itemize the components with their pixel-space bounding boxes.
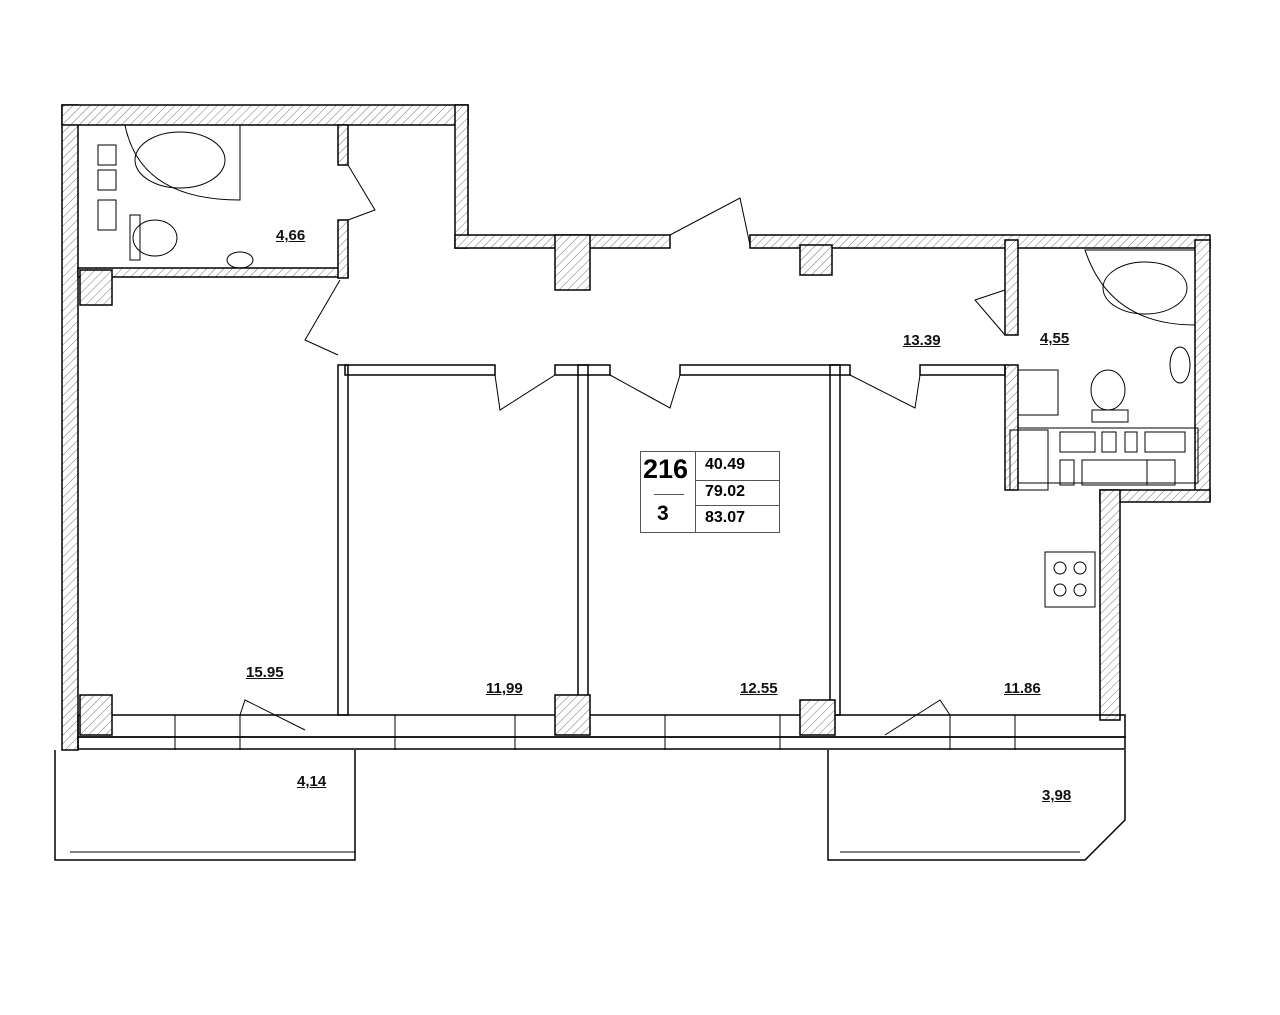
apartment-number: 216 <box>643 454 689 484</box>
room-area-kitchen: 11.86 <box>1004 680 1041 697</box>
living-area: 40.49 <box>705 456 746 473</box>
toilet-icon <box>132 219 178 257</box>
room-area-balcony-2: 3,98 <box>1042 787 1072 804</box>
toilet-icon-2 <box>1090 369 1126 411</box>
room-area-balcony-1: 4,14 <box>297 773 327 790</box>
total-area: 79.02 <box>705 483 746 500</box>
sink-icon-2 <box>1169 346 1191 384</box>
bathtub-icon <box>124 124 241 201</box>
exterior-walls <box>61 104 1211 751</box>
sink-icon <box>226 251 254 269</box>
divider <box>695 480 779 481</box>
room-area-bedroom-3: 12.55 <box>740 680 778 697</box>
room-area-hall: 13.39 <box>903 332 941 349</box>
divider <box>695 452 696 532</box>
balconies <box>54 750 1126 861</box>
stove-icon <box>1044 551 1096 608</box>
window-wall <box>77 714 1126 750</box>
room-area-bathroom-2: 4,55 <box>1040 330 1070 347</box>
room-area-bedroom-1: 15.95 <box>246 664 284 681</box>
total-area-with-balconies: 83.07 <box>705 509 746 526</box>
room-area-bedroom-2: 11,99 <box>486 680 523 697</box>
room-area-bathroom-1: 4,66 <box>276 227 306 244</box>
bathtub-icon-2 <box>1084 249 1196 326</box>
divider <box>654 494 684 495</box>
columns <box>79 234 836 736</box>
divider <box>695 505 779 506</box>
fixtures <box>97 124 1199 608</box>
interior-walls <box>77 124 1019 716</box>
apartment-info-box: 216 3 40.49 79.02 83.07 <box>640 451 780 533</box>
doors <box>239 164 1006 736</box>
room-count: 3 <box>657 502 669 525</box>
